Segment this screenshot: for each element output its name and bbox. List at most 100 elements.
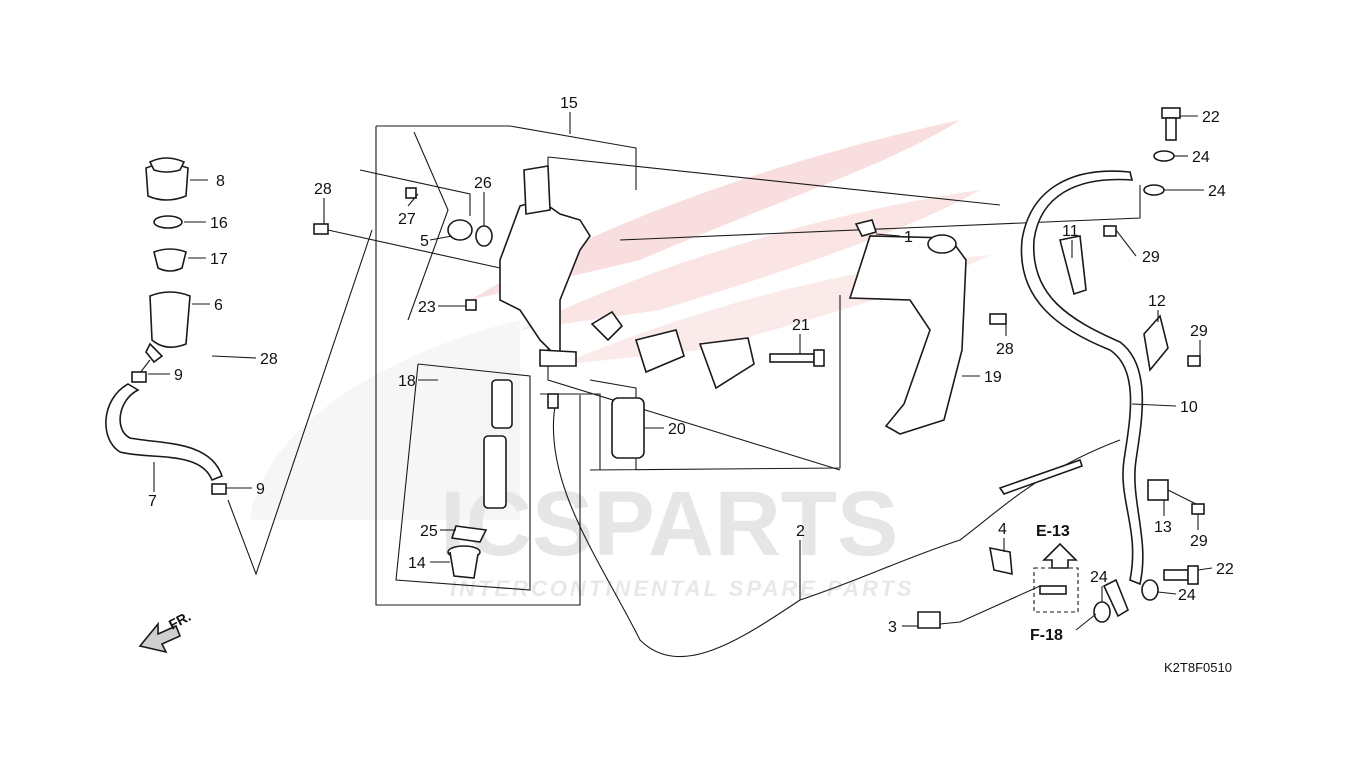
clip-3-leader <box>939 585 1041 625</box>
clamp-12 <box>1143 314 1169 372</box>
bushing-14 <box>447 545 481 579</box>
reservoir-cap <box>145 157 189 201</box>
brake-hose-10 <box>1020 170 1144 586</box>
callout-23: 23 <box>418 299 436 316</box>
callout-2: 2 <box>796 523 805 540</box>
washer-24-d <box>1093 601 1111 623</box>
bolt-22-top <box>1161 107 1181 141</box>
watermark-dots <box>250 320 520 520</box>
callout-24-b: 24 <box>1208 183 1226 200</box>
callout-20: 20 <box>668 421 686 438</box>
washer-24-b <box>1143 184 1165 196</box>
plate-16 <box>153 215 183 229</box>
clip-1 <box>854 219 878 237</box>
master-cylinder-15 <box>499 165 591 367</box>
callout-24-c: 24 <box>1178 587 1196 604</box>
assembly-frame-15 <box>375 125 1001 606</box>
callout-4: 4 <box>998 521 1007 538</box>
clip-3 <box>917 611 941 629</box>
bolt-23 <box>465 299 477 311</box>
callout-12: 12 <box>1148 293 1166 310</box>
callout-18: 18 <box>398 373 416 390</box>
bolt-29-a <box>1103 225 1117 237</box>
callout-3: 3 <box>888 619 897 636</box>
washer-24-c <box>1141 579 1159 601</box>
leader-frame-28 <box>359 169 471 216</box>
diaphragm-17 <box>153 248 187 272</box>
callout-8: 8 <box>216 173 225 190</box>
callout-6: 6 <box>214 297 223 314</box>
bolt-28-leader <box>327 229 501 269</box>
callout-leaders <box>148 112 1213 631</box>
reference-f18[interactable]: F-18 <box>1030 627 1063 644</box>
callout-1: 1 <box>904 229 913 246</box>
hose-leader-line <box>227 229 373 576</box>
circlip-25 <box>450 525 488 543</box>
hose-7 <box>105 383 223 482</box>
callout-7: 7 <box>148 493 157 510</box>
bleeder-5 <box>447 219 473 241</box>
leader-frame-24 <box>619 185 1141 241</box>
washer-24-a <box>1153 150 1175 162</box>
callout-17: 17 <box>210 251 228 268</box>
piston-18 <box>483 435 507 509</box>
callout-26: 26 <box>474 175 492 192</box>
bolt-22-bottom <box>1163 565 1199 585</box>
reservoir-6 <box>145 291 191 364</box>
callout-16: 16 <box>210 215 228 232</box>
lever-part-b <box>634 329 685 374</box>
diagram-code: K2T8F0510 <box>1164 660 1232 675</box>
cover-19 <box>848 234 967 435</box>
bracket-11 <box>1059 235 1087 296</box>
hose-fitting-lower <box>1102 578 1129 618</box>
boot-20 <box>611 397 645 459</box>
bolt-27 <box>405 187 417 199</box>
callout-15: 15 <box>560 95 578 112</box>
callout-9-top: 9 <box>174 367 183 384</box>
lever-part-c <box>698 337 755 390</box>
clip-4 <box>989 546 1013 576</box>
callout-5: 5 <box>420 233 429 250</box>
bolt-29-b <box>1187 355 1201 367</box>
callout-14: 14 <box>408 555 426 572</box>
cable-end-fitting <box>547 393 559 409</box>
bolt-28-right <box>989 313 1007 325</box>
callout-28-cover: 28 <box>996 341 1014 358</box>
bolt-29-c <box>1191 503 1205 515</box>
cable-adjuster <box>998 458 1084 495</box>
lever-part-a <box>590 310 624 342</box>
reference-e13[interactable]: E-13 <box>1036 523 1070 540</box>
screw-21 <box>769 349 825 367</box>
bolt-28-left <box>313 223 329 235</box>
callout-29-a: 29 <box>1142 249 1160 266</box>
callout-29-b: 29 <box>1190 323 1208 340</box>
callout-11: 11 <box>1062 223 1079 240</box>
cable-2 <box>552 399 1121 658</box>
callout-9-bottom: 9 <box>256 481 265 498</box>
callout-25: 25 <box>420 523 438 540</box>
bolt-e13 <box>1039 585 1067 595</box>
callout-24-a: 24 <box>1192 149 1210 166</box>
callout-24-d: 24 <box>1090 569 1108 586</box>
bracket-frame-18 <box>395 363 531 591</box>
reference-arrow-e13 <box>1042 542 1078 569</box>
callout-22-top: 22 <box>1202 109 1220 126</box>
callout-27: 27 <box>398 211 416 228</box>
callout-28-reservoir: 28 <box>260 351 278 368</box>
watermark-tagline: INTERCONTINENTAL SPARE PARTS <box>450 576 915 601</box>
callout-21: 21 <box>792 317 810 334</box>
clip-9-top <box>131 371 147 383</box>
boot-18 <box>491 379 513 429</box>
front-direction-arrow <box>138 621 182 654</box>
callout-19: 19 <box>984 369 1002 386</box>
clip-9-bottom <box>211 483 227 495</box>
callout-10: 10 <box>1180 399 1198 416</box>
callout-28-master: 28 <box>314 181 332 198</box>
callout-13: 13 <box>1154 519 1172 536</box>
callout-22-bottom: 22 <box>1216 561 1234 578</box>
watermark-brand: ICSPARTS <box>440 473 898 575</box>
clamp-13 <box>1147 479 1169 501</box>
o-ring-26 <box>475 225 493 247</box>
callout-29-c: 29 <box>1190 533 1208 550</box>
